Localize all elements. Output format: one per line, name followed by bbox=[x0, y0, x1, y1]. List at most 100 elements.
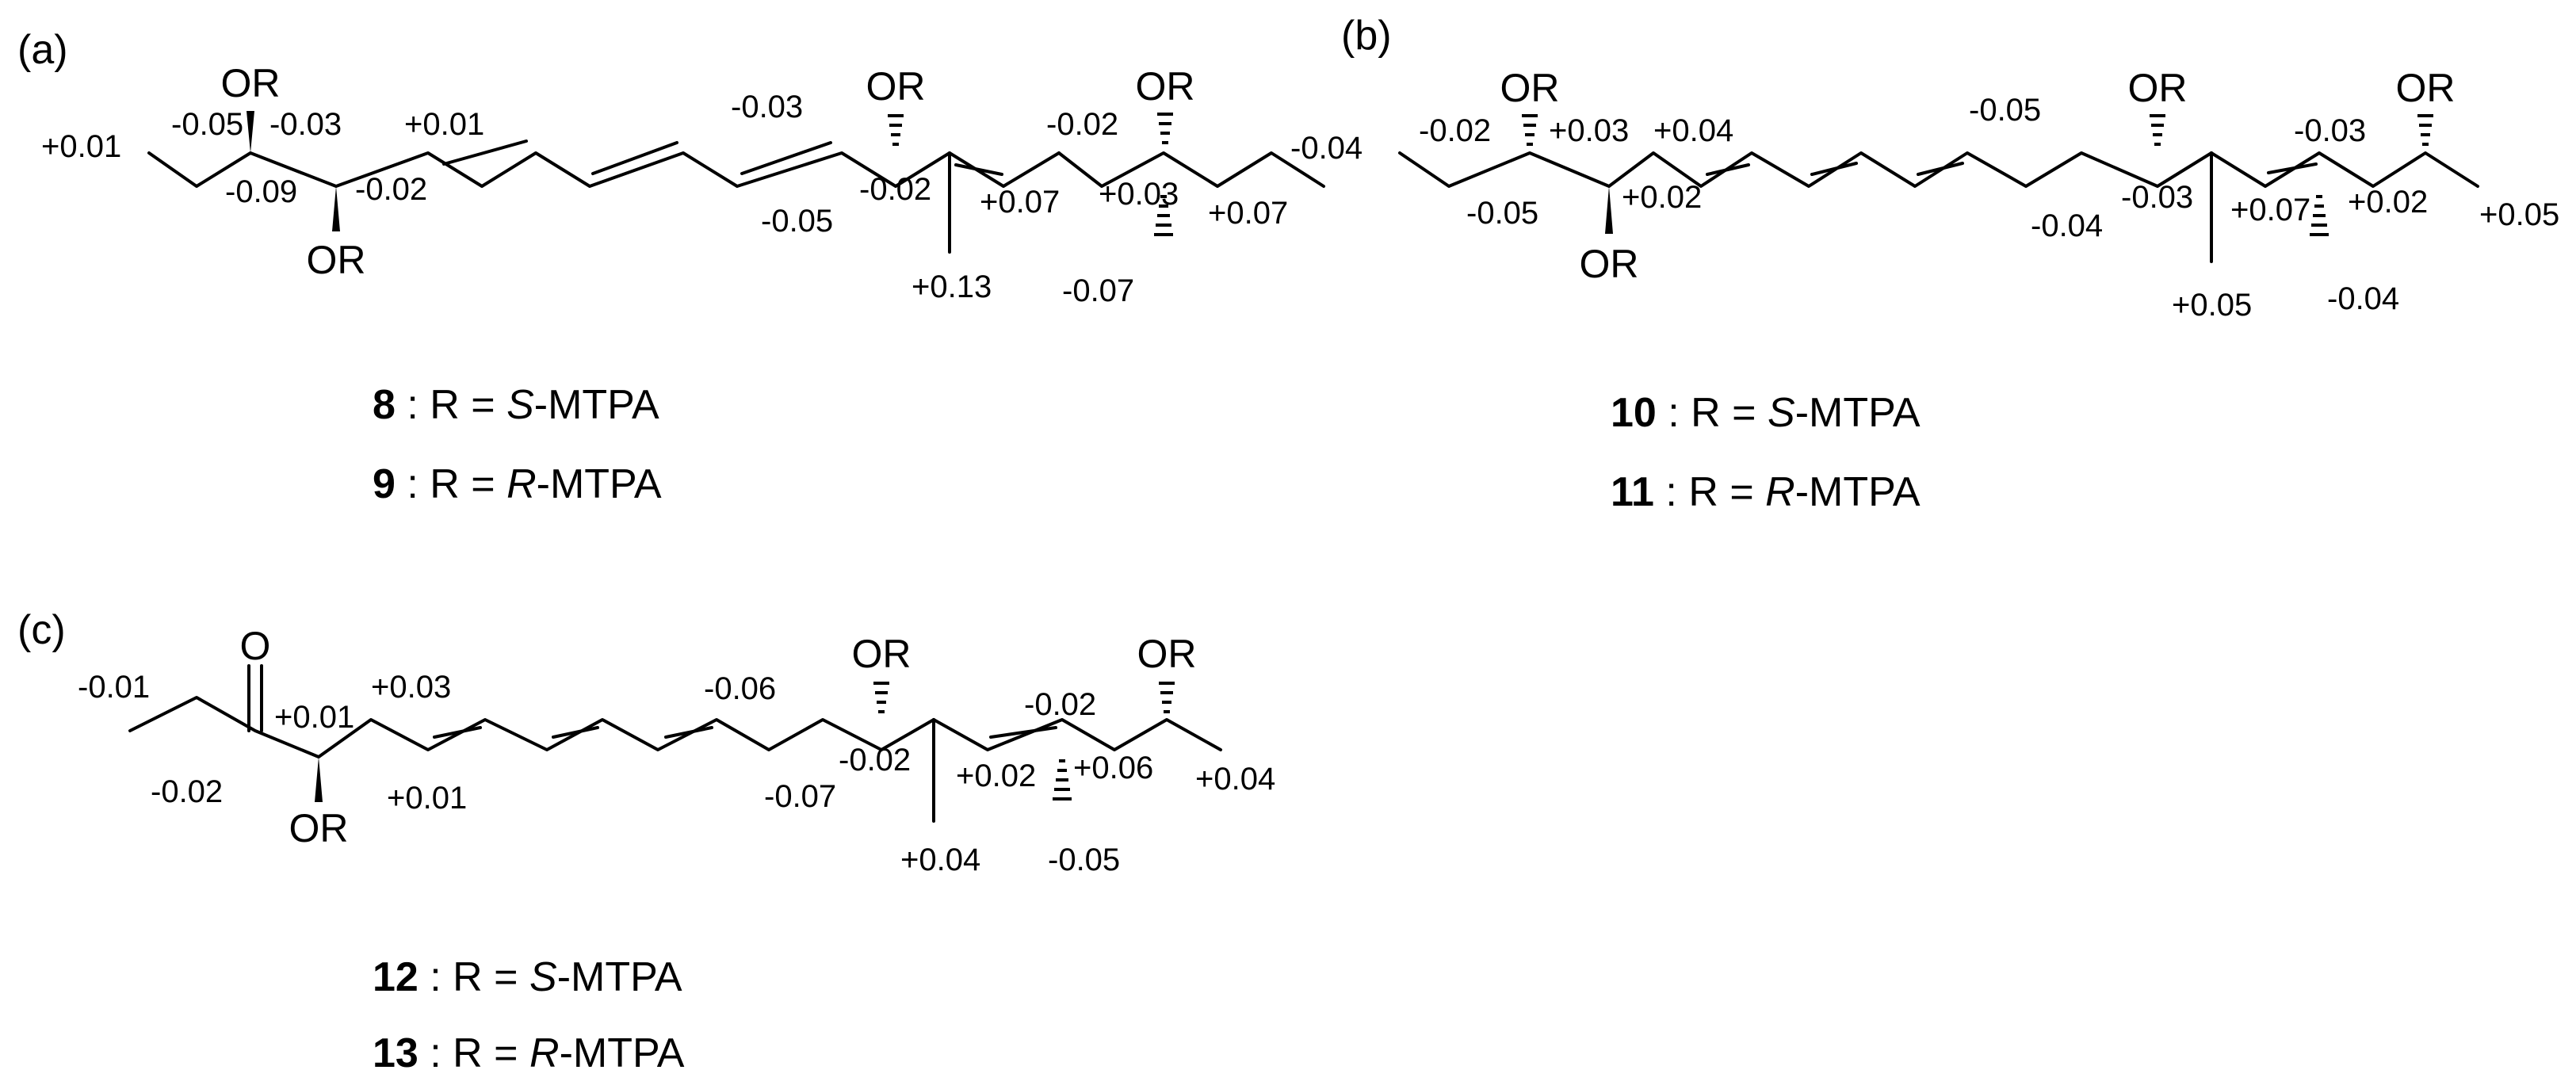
panel-a-hash-3 bbox=[1154, 195, 1173, 236]
panel-b-shift: -0.04 bbox=[2031, 208, 2103, 243]
panel-c-hash-1 bbox=[873, 682, 889, 713]
panel-b-or-1: OR bbox=[1500, 66, 1560, 110]
panel-c-caption-2: 13 : R = R-MTPA bbox=[373, 1030, 685, 1076]
panel-b-shift: +0.04 bbox=[1653, 113, 1733, 148]
panel-c-shift: +0.02 bbox=[956, 758, 1036, 793]
panel-b-double-bond-3 bbox=[1917, 162, 1964, 176]
panel-b-shift: +0.02 bbox=[1622, 180, 1702, 215]
panel-a-caption-1: 8 : R = S-MTPA bbox=[373, 382, 659, 428]
panel-a-shift: +0.13 bbox=[912, 269, 992, 304]
panel-b-hash-3 bbox=[2417, 114, 2433, 146]
panel-a-chain-2 bbox=[1057, 151, 1325, 188]
panel-c-double-bond-2 bbox=[552, 726, 599, 739]
panel-c-wedge bbox=[315, 757, 323, 802]
panel-b: (b) bbox=[1290, 13, 2559, 515]
panel-c-shift: +0.01 bbox=[387, 781, 467, 816]
panel-c-hash-3 bbox=[1053, 759, 1072, 801]
panel-a-wedge-1 bbox=[247, 111, 254, 153]
panel-b-shift: -0.05 bbox=[1969, 93, 2041, 128]
panel-a-or-4: OR bbox=[1136, 64, 1195, 109]
panel-c-shift: +0.04 bbox=[900, 843, 980, 877]
panel-c-shift: +0.03 bbox=[371, 670, 451, 705]
panel-a-chain-1 bbox=[147, 151, 1061, 188]
panel-b-caption-1: 10 : R = S-MTPA bbox=[1611, 390, 1921, 436]
panel-c-label: (c) bbox=[17, 607, 66, 653]
panel-c-shift: -0.02 bbox=[1024, 687, 1096, 722]
panel-c-or-3: OR bbox=[1137, 632, 1197, 676]
panel-a-or-1: OR bbox=[221, 61, 281, 105]
panel-a-shift: -0.03 bbox=[269, 107, 342, 142]
panel-a-wedge-2 bbox=[332, 186, 340, 231]
panel-a-shift: -0.05 bbox=[171, 107, 243, 142]
panel-c-shift: -0.07 bbox=[764, 779, 836, 814]
panel-b-double-bond-1 bbox=[1706, 163, 1750, 176]
panel-c-shift: +0.01 bbox=[274, 700, 354, 735]
panel-b-wedge bbox=[1605, 186, 1613, 234]
panel-b-shift: -0.05 bbox=[1466, 196, 1538, 231]
panel-a-shift: -0.05 bbox=[761, 204, 833, 239]
panel-b-hash-1 bbox=[1522, 114, 1538, 146]
panel-c-shift: +0.06 bbox=[1073, 751, 1153, 785]
panel-a-shift: -0.07 bbox=[1062, 273, 1134, 308]
panel-c-shift: -0.05 bbox=[1048, 843, 1120, 877]
panel-b-chain-1 bbox=[1398, 151, 2213, 188]
panel-a-caption-2: 9 : R = R-MTPA bbox=[373, 461, 662, 507]
panel-c-double-bond-4 bbox=[989, 726, 1057, 739]
panel-b-hash-4 bbox=[2310, 195, 2329, 236]
panel-b-shift: -0.03 bbox=[2294, 113, 2366, 148]
panel-a-shift: -0.02 bbox=[355, 172, 427, 207]
panel-a-shift: +0.03 bbox=[1099, 177, 1179, 212]
panel-a-shift: -0.02 bbox=[859, 172, 931, 207]
panel-b-shift: -0.02 bbox=[1419, 113, 1491, 148]
panel-a-shift: +0.01 bbox=[404, 107, 484, 142]
panel-a-shift: +0.07 bbox=[1208, 196, 1288, 231]
panel-a-double-bond-1 bbox=[442, 139, 528, 166]
panel-b-double-bond-2 bbox=[1810, 162, 1858, 176]
panel-c-or-2: OR bbox=[852, 632, 912, 676]
panel-a-hash-2 bbox=[1157, 113, 1173, 144]
panel-c-hash-2 bbox=[1159, 682, 1175, 713]
panel-a-shift: -0.03 bbox=[731, 90, 803, 124]
panel-a-hash-1 bbox=[888, 114, 904, 146]
panel-b-shift: +0.02 bbox=[2348, 185, 2428, 220]
panel-a-shift: +0.01 bbox=[41, 129, 121, 164]
panel-b-shift: +0.03 bbox=[1549, 113, 1629, 148]
panel-a: (a) bbox=[17, 27, 1325, 507]
panel-c-or-1: OR bbox=[289, 806, 349, 850]
panel-b-hash-2 bbox=[2150, 114, 2165, 146]
panel-b-shift: +0.05 bbox=[2172, 288, 2252, 323]
panel-a-shift: +0.07 bbox=[980, 185, 1060, 220]
panel-c-shift: -0.02 bbox=[839, 743, 911, 778]
panel-b-shift: +0.05 bbox=[2479, 197, 2559, 232]
panel-b-caption-2: 11 : R = R-MTPA bbox=[1611, 469, 1921, 515]
panel-a-double-bond-2 bbox=[591, 141, 678, 175]
panel-c-shift: -0.02 bbox=[151, 774, 223, 809]
panel-c-shift: +0.04 bbox=[1195, 762, 1275, 797]
panel-a-shift: -0.02 bbox=[1046, 107, 1118, 142]
panel-c-double-bond-3 bbox=[664, 726, 713, 739]
panel-b-or-2: OR bbox=[1580, 242, 1639, 286]
panel-a-shift: -0.09 bbox=[225, 174, 297, 209]
panel-a-double-bond-3 bbox=[740, 141, 832, 175]
panel-c-chain-2 bbox=[932, 718, 1222, 751]
panel-c-o-ketone: O bbox=[240, 624, 271, 668]
panel-b-shift: +0.07 bbox=[2230, 193, 2310, 227]
panel-b-shift: -0.04 bbox=[1290, 131, 1363, 166]
panel-a-or-3: OR bbox=[866, 64, 926, 109]
panel-c: (c) O OR O bbox=[17, 607, 1275, 1076]
panel-b-or-3: OR bbox=[2128, 66, 2188, 110]
panel-b-shift: -0.03 bbox=[2121, 180, 2193, 215]
panel-b-or-4: OR bbox=[2396, 66, 2456, 110]
panel-c-chain-1 bbox=[128, 696, 935, 758]
panel-a-or-2: OR bbox=[307, 238, 366, 282]
panel-c-shift: -0.01 bbox=[78, 670, 150, 705]
panel-b-shift: -0.04 bbox=[2327, 281, 2399, 316]
panel-c-caption-1: 12 : R = S-MTPA bbox=[373, 954, 682, 1000]
panel-a-double-bond-4 bbox=[954, 163, 1003, 176]
panel-c-double-bond-1 bbox=[433, 726, 482, 739]
panel-a-label: (a) bbox=[17, 27, 68, 73]
panel-b-double-bond-4 bbox=[2267, 162, 2318, 174]
panel-b-chain-2 bbox=[2210, 151, 2479, 188]
